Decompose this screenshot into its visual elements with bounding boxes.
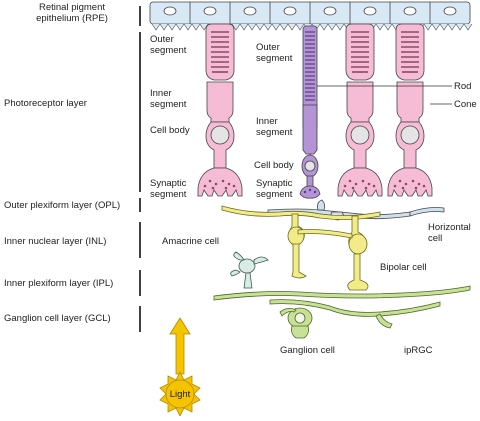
label-synaptic-segment: Synaptic segment bbox=[150, 178, 187, 200]
layer-label-opl: Outer plexiform layer (OPL) bbox=[4, 200, 121, 211]
label-iprgc: ipRGC bbox=[404, 345, 433, 356]
light-label: Light bbox=[169, 389, 191, 400]
label-rod-synaptic-segment: Synaptic segment bbox=[256, 178, 293, 200]
label-horizontal-cell: Horizontal cell bbox=[428, 222, 471, 244]
label-rod: Rod bbox=[454, 81, 472, 92]
label-bipolar-cell: Bipolar cell bbox=[380, 262, 427, 273]
label-cell-body: Cell body bbox=[150, 125, 190, 136]
cone-cell-2 bbox=[337, 23, 383, 197]
leader-lines bbox=[317, 85, 452, 105]
ganglion-cells bbox=[213, 285, 471, 339]
label-rod-outer-segment: Outer segment bbox=[256, 42, 293, 64]
label-ganglion-cell: Ganglion cell bbox=[280, 345, 335, 356]
bipolar-cells bbox=[221, 205, 381, 291]
sun-icon bbox=[159, 371, 201, 417]
cone-cell-3 bbox=[387, 23, 433, 197]
amacrine-cell bbox=[230, 251, 269, 289]
label-inner-segment: Inner segment bbox=[150, 88, 187, 110]
cone-cell-1 bbox=[197, 23, 243, 197]
label-amacrine-cell: Amacrine cell bbox=[162, 236, 220, 247]
light-arrow-icon bbox=[169, 317, 191, 375]
layer-label-gcl: Ganglion cell layer (GCL) bbox=[4, 313, 111, 324]
layer-label-ipl: Inner plexiform layer (IPL) bbox=[4, 278, 114, 289]
label-rod-cell-body: Cell body bbox=[254, 160, 294, 171]
label-outer-segment: Outer segment bbox=[150, 34, 187, 56]
light-source bbox=[159, 317, 201, 417]
label-rod-inner-segment: Inner segment bbox=[256, 116, 293, 138]
rod-cell bbox=[299, 25, 321, 199]
label-cone: Cone bbox=[454, 99, 477, 110]
layer-label-photoreceptor: Photoreceptor layer bbox=[4, 98, 87, 109]
layer-label-inl: Inner nuclear layer (INL) bbox=[4, 236, 107, 247]
layer-label-rpe: Retinal pigment epithelium (RPE) bbox=[36, 2, 108, 24]
